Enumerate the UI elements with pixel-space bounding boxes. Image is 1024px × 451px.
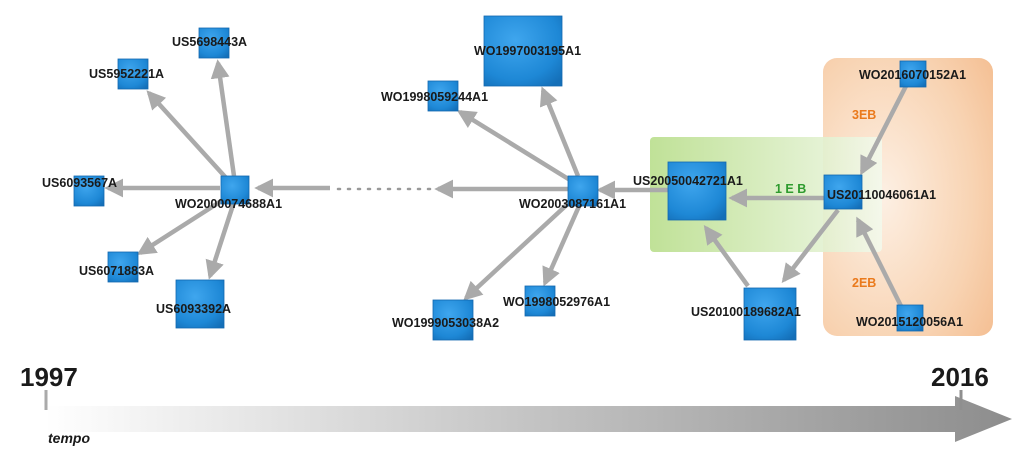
edge-wo2000-us6093392a	[205, 201, 237, 280]
nodes	[73, 15, 927, 341]
node-wo2000074688a1	[220, 175, 250, 205]
node-us6093392a	[175, 279, 225, 329]
edge-wo2003-wo1998059244	[456, 110, 572, 182]
node-us20100189682a1	[743, 287, 797, 341]
edge-us2010-us2005	[703, 224, 750, 288]
label-wo1999053038a2: WO1999053038A2	[392, 316, 499, 330]
edge-us2011-us2010	[781, 208, 840, 283]
label-us6093567a: US6093567A	[42, 176, 117, 190]
label-wo2016070152a1: WO2016070152A1	[859, 68, 966, 82]
edge-wo2000-us5952221a	[146, 90, 230, 182]
year-end: 2016	[931, 362, 989, 392]
label-us20110046061a1: US20110046061A1	[827, 188, 936, 202]
edge-wo2000-us5698443a	[210, 59, 237, 177]
label-us6093392a: US6093392A	[156, 302, 231, 316]
badge-1eb: 1 E B	[775, 182, 806, 196]
node-wo2003087161a1	[567, 175, 599, 207]
node-wo1998059244a1	[427, 80, 459, 112]
timeline-axis-label: tempo	[48, 430, 90, 446]
node-us5698443a	[198, 27, 230, 59]
node-labels: US5698443A US5952221A US6093567A WO20000…	[42, 35, 966, 330]
node-us20110046061a1	[823, 174, 863, 210]
edge-wo2015-us2011	[855, 216, 907, 314]
edge-wo2003-wo1998052976	[542, 203, 583, 287]
year-start: 1997	[20, 362, 78, 392]
node-wo2016070152a1	[899, 60, 927, 88]
label-wo2015120056a1: WO2015120056A1	[856, 315, 963, 329]
badge-2eb: 2EB	[852, 276, 876, 290]
edges	[104, 59, 909, 314]
node-wo1997003195a1	[483, 15, 563, 87]
label-us5698443a: US5698443A	[172, 35, 247, 49]
label-wo1998059244a1: WO1998059244A1	[381, 90, 488, 104]
node-us6093567a	[73, 175, 105, 207]
label-wo1997003195a1: WO1997003195A1	[474, 44, 581, 58]
node-us6071883a	[107, 251, 139, 283]
label-wo2000074688a1: WO2000074688A1	[175, 197, 282, 211]
edge-wo2003-wo1997	[539, 86, 581, 177]
timeline-arrow	[45, 396, 1012, 442]
badge-3eb: 3EB	[852, 108, 876, 122]
orange-zone	[823, 58, 993, 336]
node-us20050042721a1	[667, 161, 727, 221]
node-us5952221a	[117, 58, 149, 90]
node-wo1998052976a1	[524, 285, 556, 317]
label-us20100189682a1: US20100189682A1	[691, 305, 801, 319]
label-us5952221a: US5952221A	[89, 67, 164, 81]
node-wo1999053038a2	[432, 299, 474, 341]
label-wo1998052976a1: WO1998052976A1	[503, 295, 610, 309]
label-us6071883a: US6071883A	[79, 264, 154, 278]
edge-wo2000-us6071883a	[136, 196, 228, 256]
node-wo2015120056a1	[896, 304, 924, 332]
label-us20050042721a1: US20050042721A1	[633, 174, 743, 188]
edge-wo2003-wo1999053038	[463, 198, 574, 301]
timeline: 1997 2016 tempo	[20, 362, 1012, 446]
label-wo2003087161a1: WO2003087161A1	[519, 197, 626, 211]
edge-wo2016-us2011	[859, 84, 909, 176]
